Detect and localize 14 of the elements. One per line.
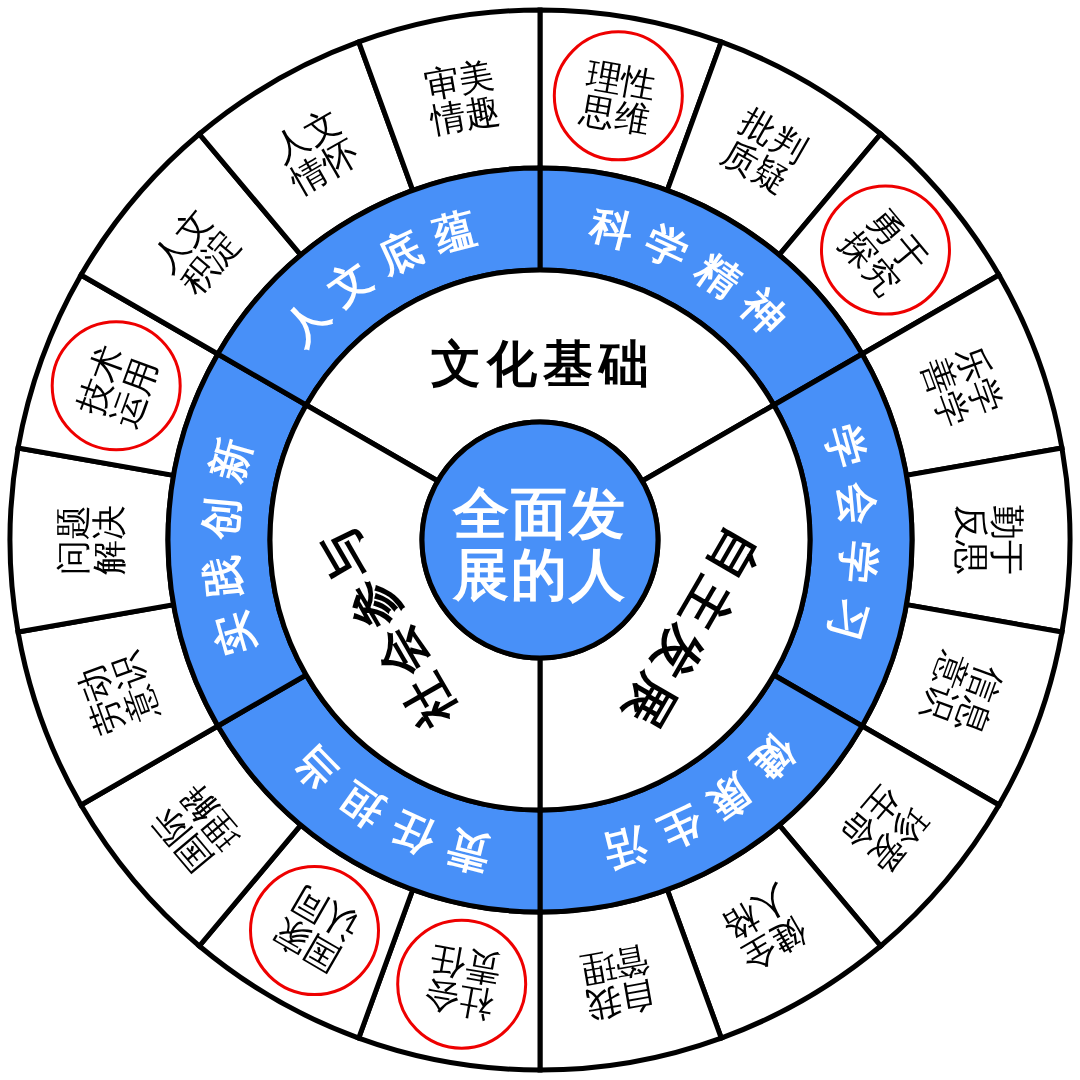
segment-label: 文化基础 <box>431 335 655 393</box>
highlight-circle <box>50 320 182 452</box>
circle-label: 勇于探究 <box>832 200 936 303</box>
highlight-circle <box>820 184 951 316</box>
center-label: 全面发展的人 <box>453 481 627 607</box>
highlight-circle <box>552 30 684 162</box>
highlight-circle <box>396 918 528 1050</box>
circle-label: 理性思维 <box>576 54 660 142</box>
circle-label: 国家认同 <box>266 878 365 980</box>
segment-label: 问题解决 <box>53 505 129 575</box>
circle-label: 社会责任 <box>420 938 504 1026</box>
segment-label: 勤于反思 <box>951 505 1027 575</box>
circle-label: 技术运用 <box>70 340 166 433</box>
highlight-circle <box>249 865 380 997</box>
